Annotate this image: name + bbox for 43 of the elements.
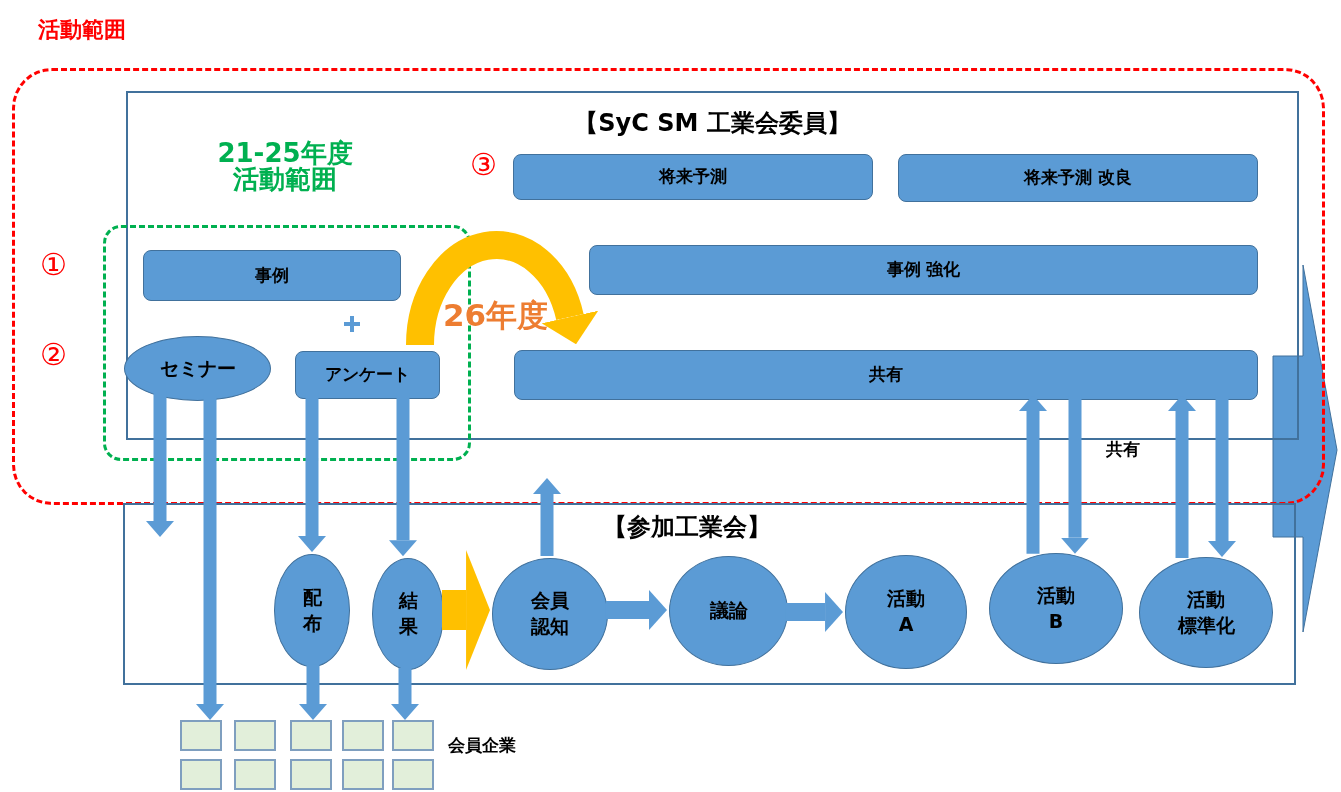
activity-ellipse: 議論	[669, 556, 788, 666]
group-label: 会員企業	[448, 737, 516, 754]
member-company-box	[234, 759, 276, 790]
member-company-box	[392, 759, 434, 790]
member-company-box	[392, 720, 434, 751]
activity-ellipse: セミナー	[124, 336, 271, 401]
association-panel	[123, 503, 1296, 685]
member-company-box	[342, 720, 384, 751]
member-company-box	[290, 720, 332, 751]
task-bar: 共有	[514, 350, 1258, 400]
member-company-box	[290, 759, 332, 790]
task-bar: 将来予測	[513, 154, 873, 200]
activity-ellipse: 活動 B	[989, 553, 1123, 664]
task-bar: 事例 強化	[589, 245, 1258, 295]
committee-panel	[126, 91, 1299, 440]
callout-number: ③	[470, 150, 497, 180]
block-arrow	[146, 391, 174, 537]
block-arrow	[785, 592, 844, 632]
member-company-box	[342, 759, 384, 790]
block-arrow	[605, 590, 667, 630]
block-arrow	[299, 664, 327, 720]
task-bar: 将来予測 改良	[898, 154, 1258, 202]
callout-number: ①	[40, 250, 67, 280]
flow-label: 共有	[1106, 441, 1140, 458]
task-bar: アンケート	[295, 351, 440, 399]
activity-ellipse: 配布	[274, 554, 350, 667]
member-company-box	[180, 720, 222, 751]
member-company-box	[180, 759, 222, 790]
activity-ellipse: 活動 A	[845, 555, 967, 669]
scope-heading: 21-25年度活動範囲	[216, 140, 354, 192]
region-heading: 【SyC SM 工業会委員】	[574, 108, 851, 139]
activity-ellipse: 会員認知	[492, 558, 608, 670]
block-arrow	[533, 478, 561, 556]
task-bar: 事例	[143, 250, 401, 301]
callout-number: ②	[40, 340, 67, 370]
member-company-box	[234, 720, 276, 751]
block-arrow	[391, 668, 419, 720]
block-arrow	[442, 550, 491, 670]
region-heading: 活動範囲	[38, 16, 126, 44]
region-heading: 【参加工業会】	[603, 512, 771, 543]
edge-label: 26年度	[443, 300, 549, 331]
activity-ellipse: 結果	[372, 558, 444, 670]
activity-ellipse: 活動標準化	[1139, 557, 1273, 668]
